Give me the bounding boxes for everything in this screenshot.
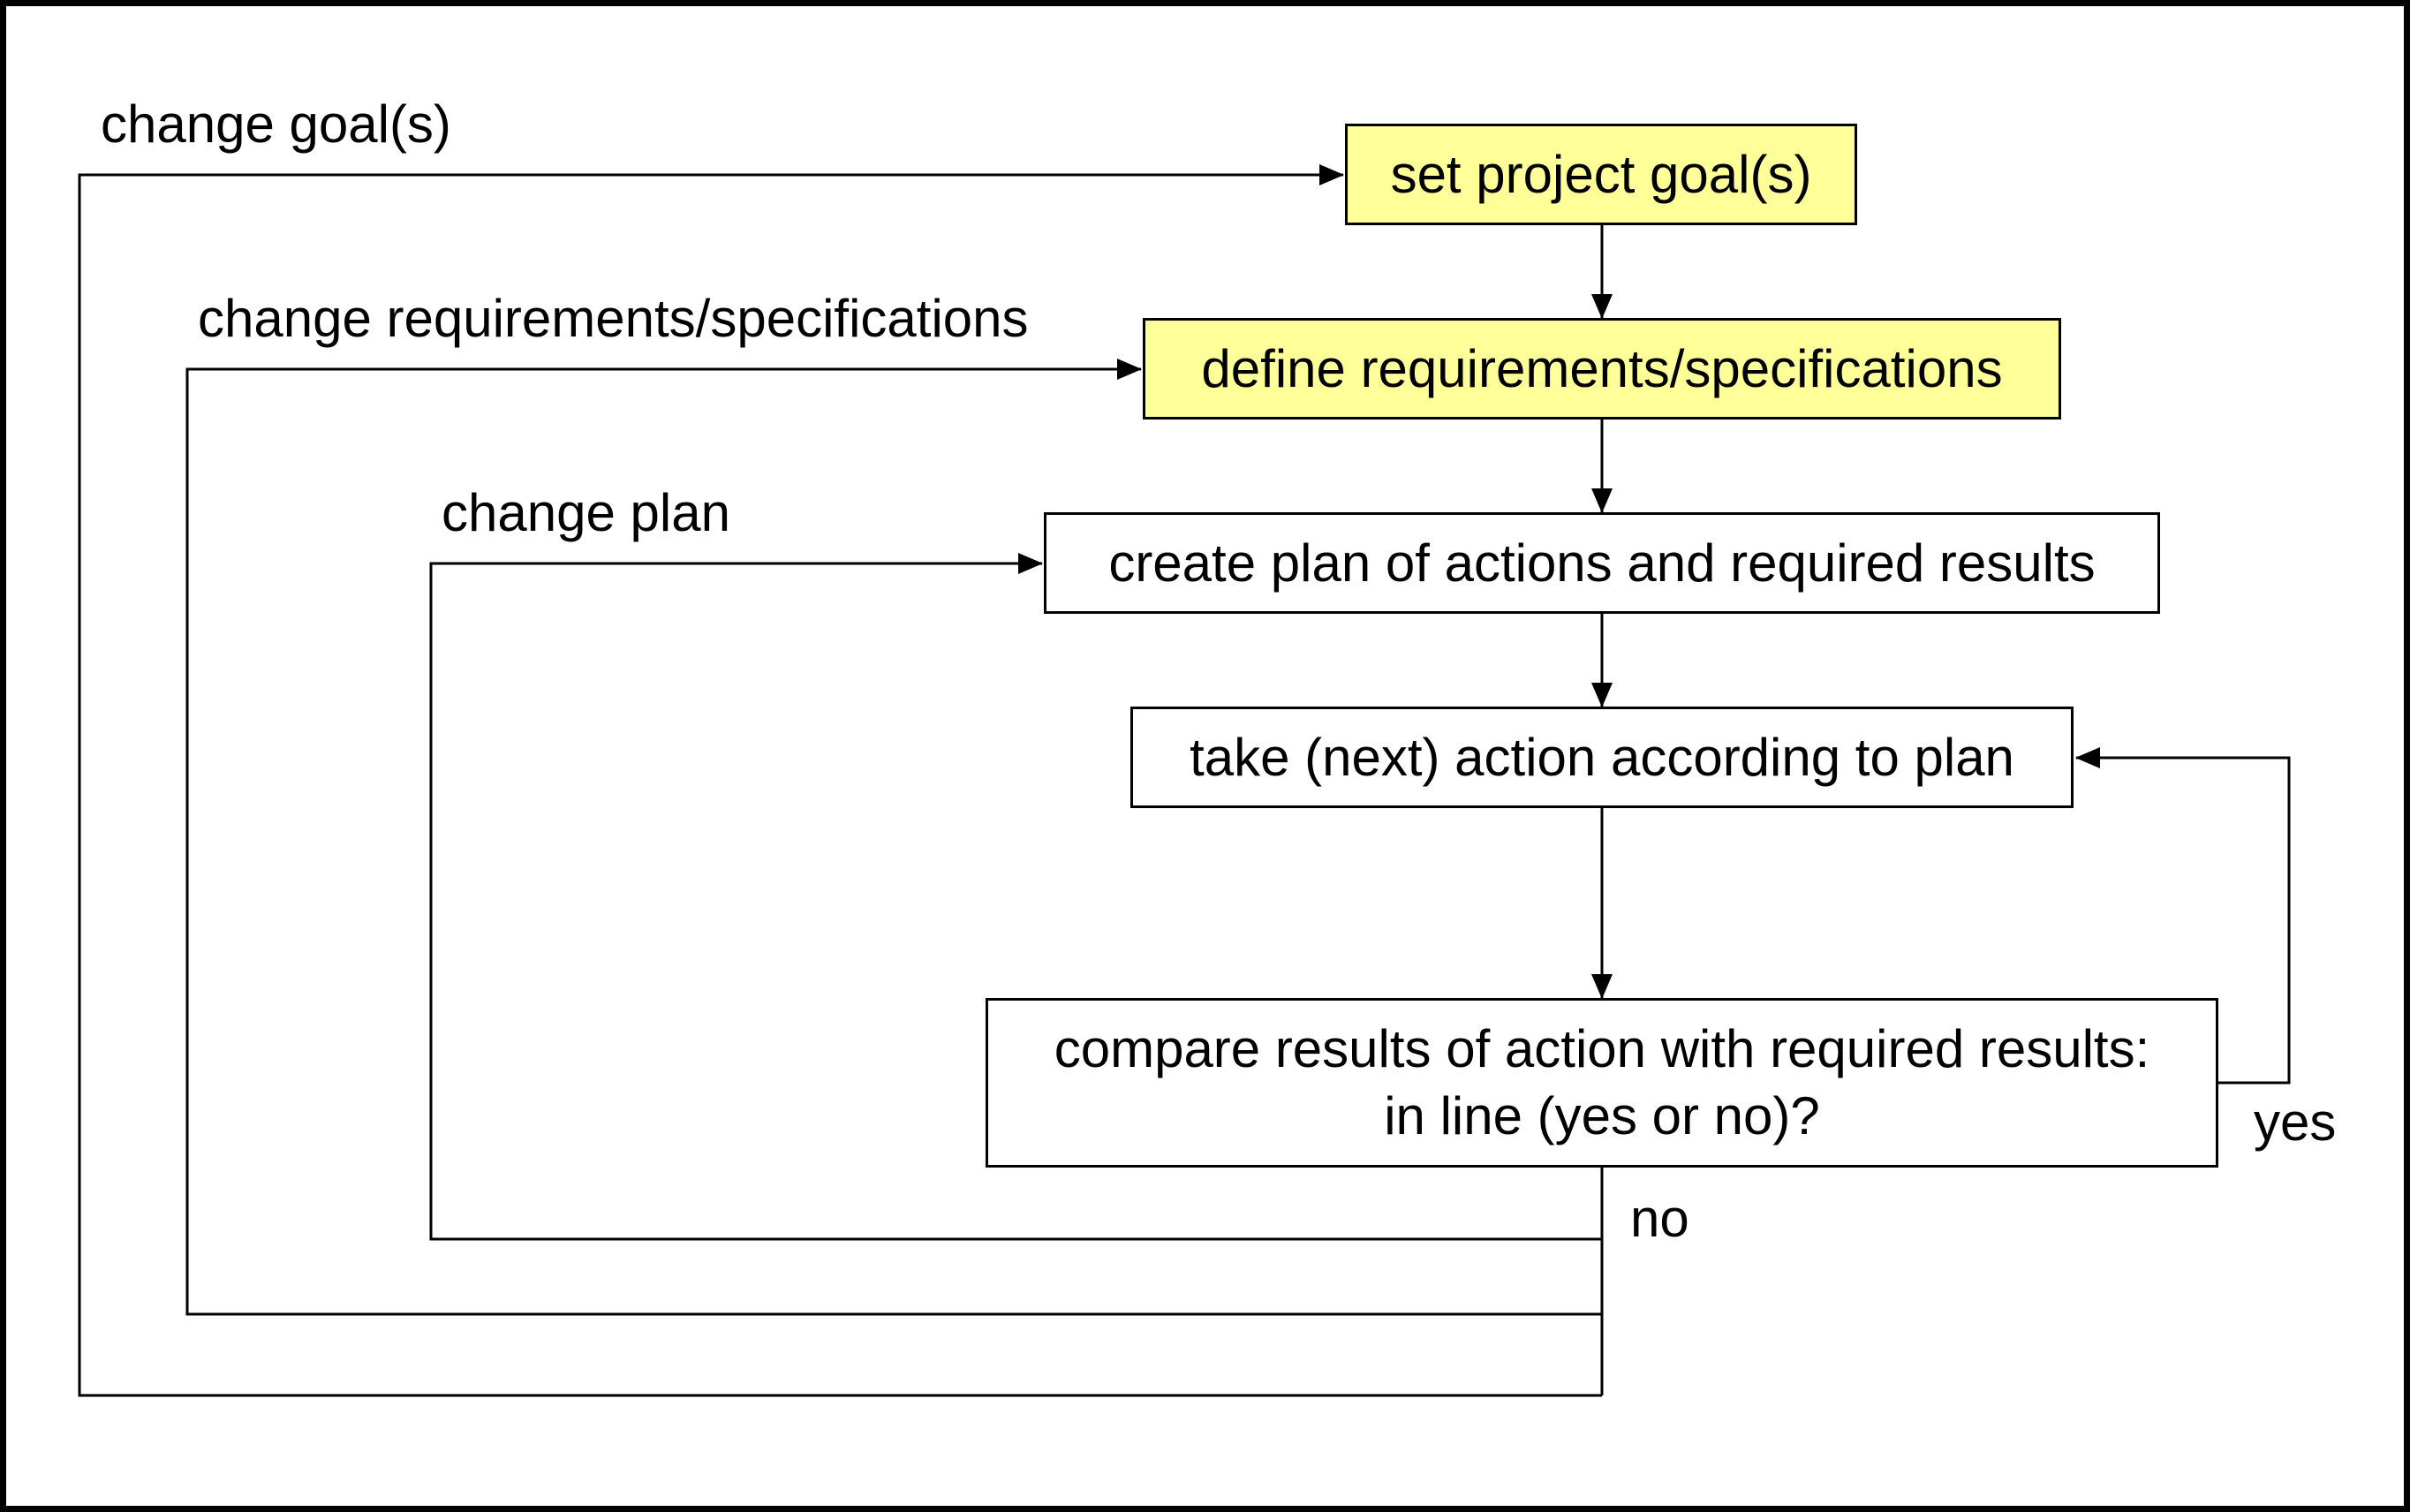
change-requirements-label: change requirements/specifications	[198, 289, 1029, 348]
create-plan-box: create plan of actions and required resu…	[1044, 512, 2160, 614]
take-action-box: take (next) action according to plan	[1130, 707, 2074, 808]
set-goals-box: set project goal(s)	[1345, 124, 1857, 225]
change-plan-label: change plan	[442, 483, 730, 542]
yes-loop-connector	[2075, 747, 2291, 1085]
change-goals-label: change goal(s)	[101, 94, 451, 154]
define-requirements-box: define requirements/specifications	[1143, 318, 2061, 420]
set-goals-text: set project goal(s)	[1390, 144, 1812, 204]
change-requirements-connector	[185, 359, 1602, 1316]
compare-results-line1: compare results of action with required …	[1054, 1019, 2150, 1078]
create-plan-text: create plan of actions and required resu…	[1108, 533, 2096, 593]
compare-results-line2: in line (yes or no)?	[1384, 1086, 1820, 1145]
no-label: no	[1630, 1189, 1689, 1248]
take-action-text: take (next) action according to plan	[1190, 727, 2014, 787]
yes-label: yes	[2254, 1092, 2337, 1152]
define-requirements-text: define requirements/specifications	[1201, 338, 2003, 398]
change-plan-connector	[429, 553, 1602, 1241]
change-goals-connector	[78, 164, 1602, 1397]
compare-results-box: compare results of action with required …	[986, 998, 2218, 1168]
